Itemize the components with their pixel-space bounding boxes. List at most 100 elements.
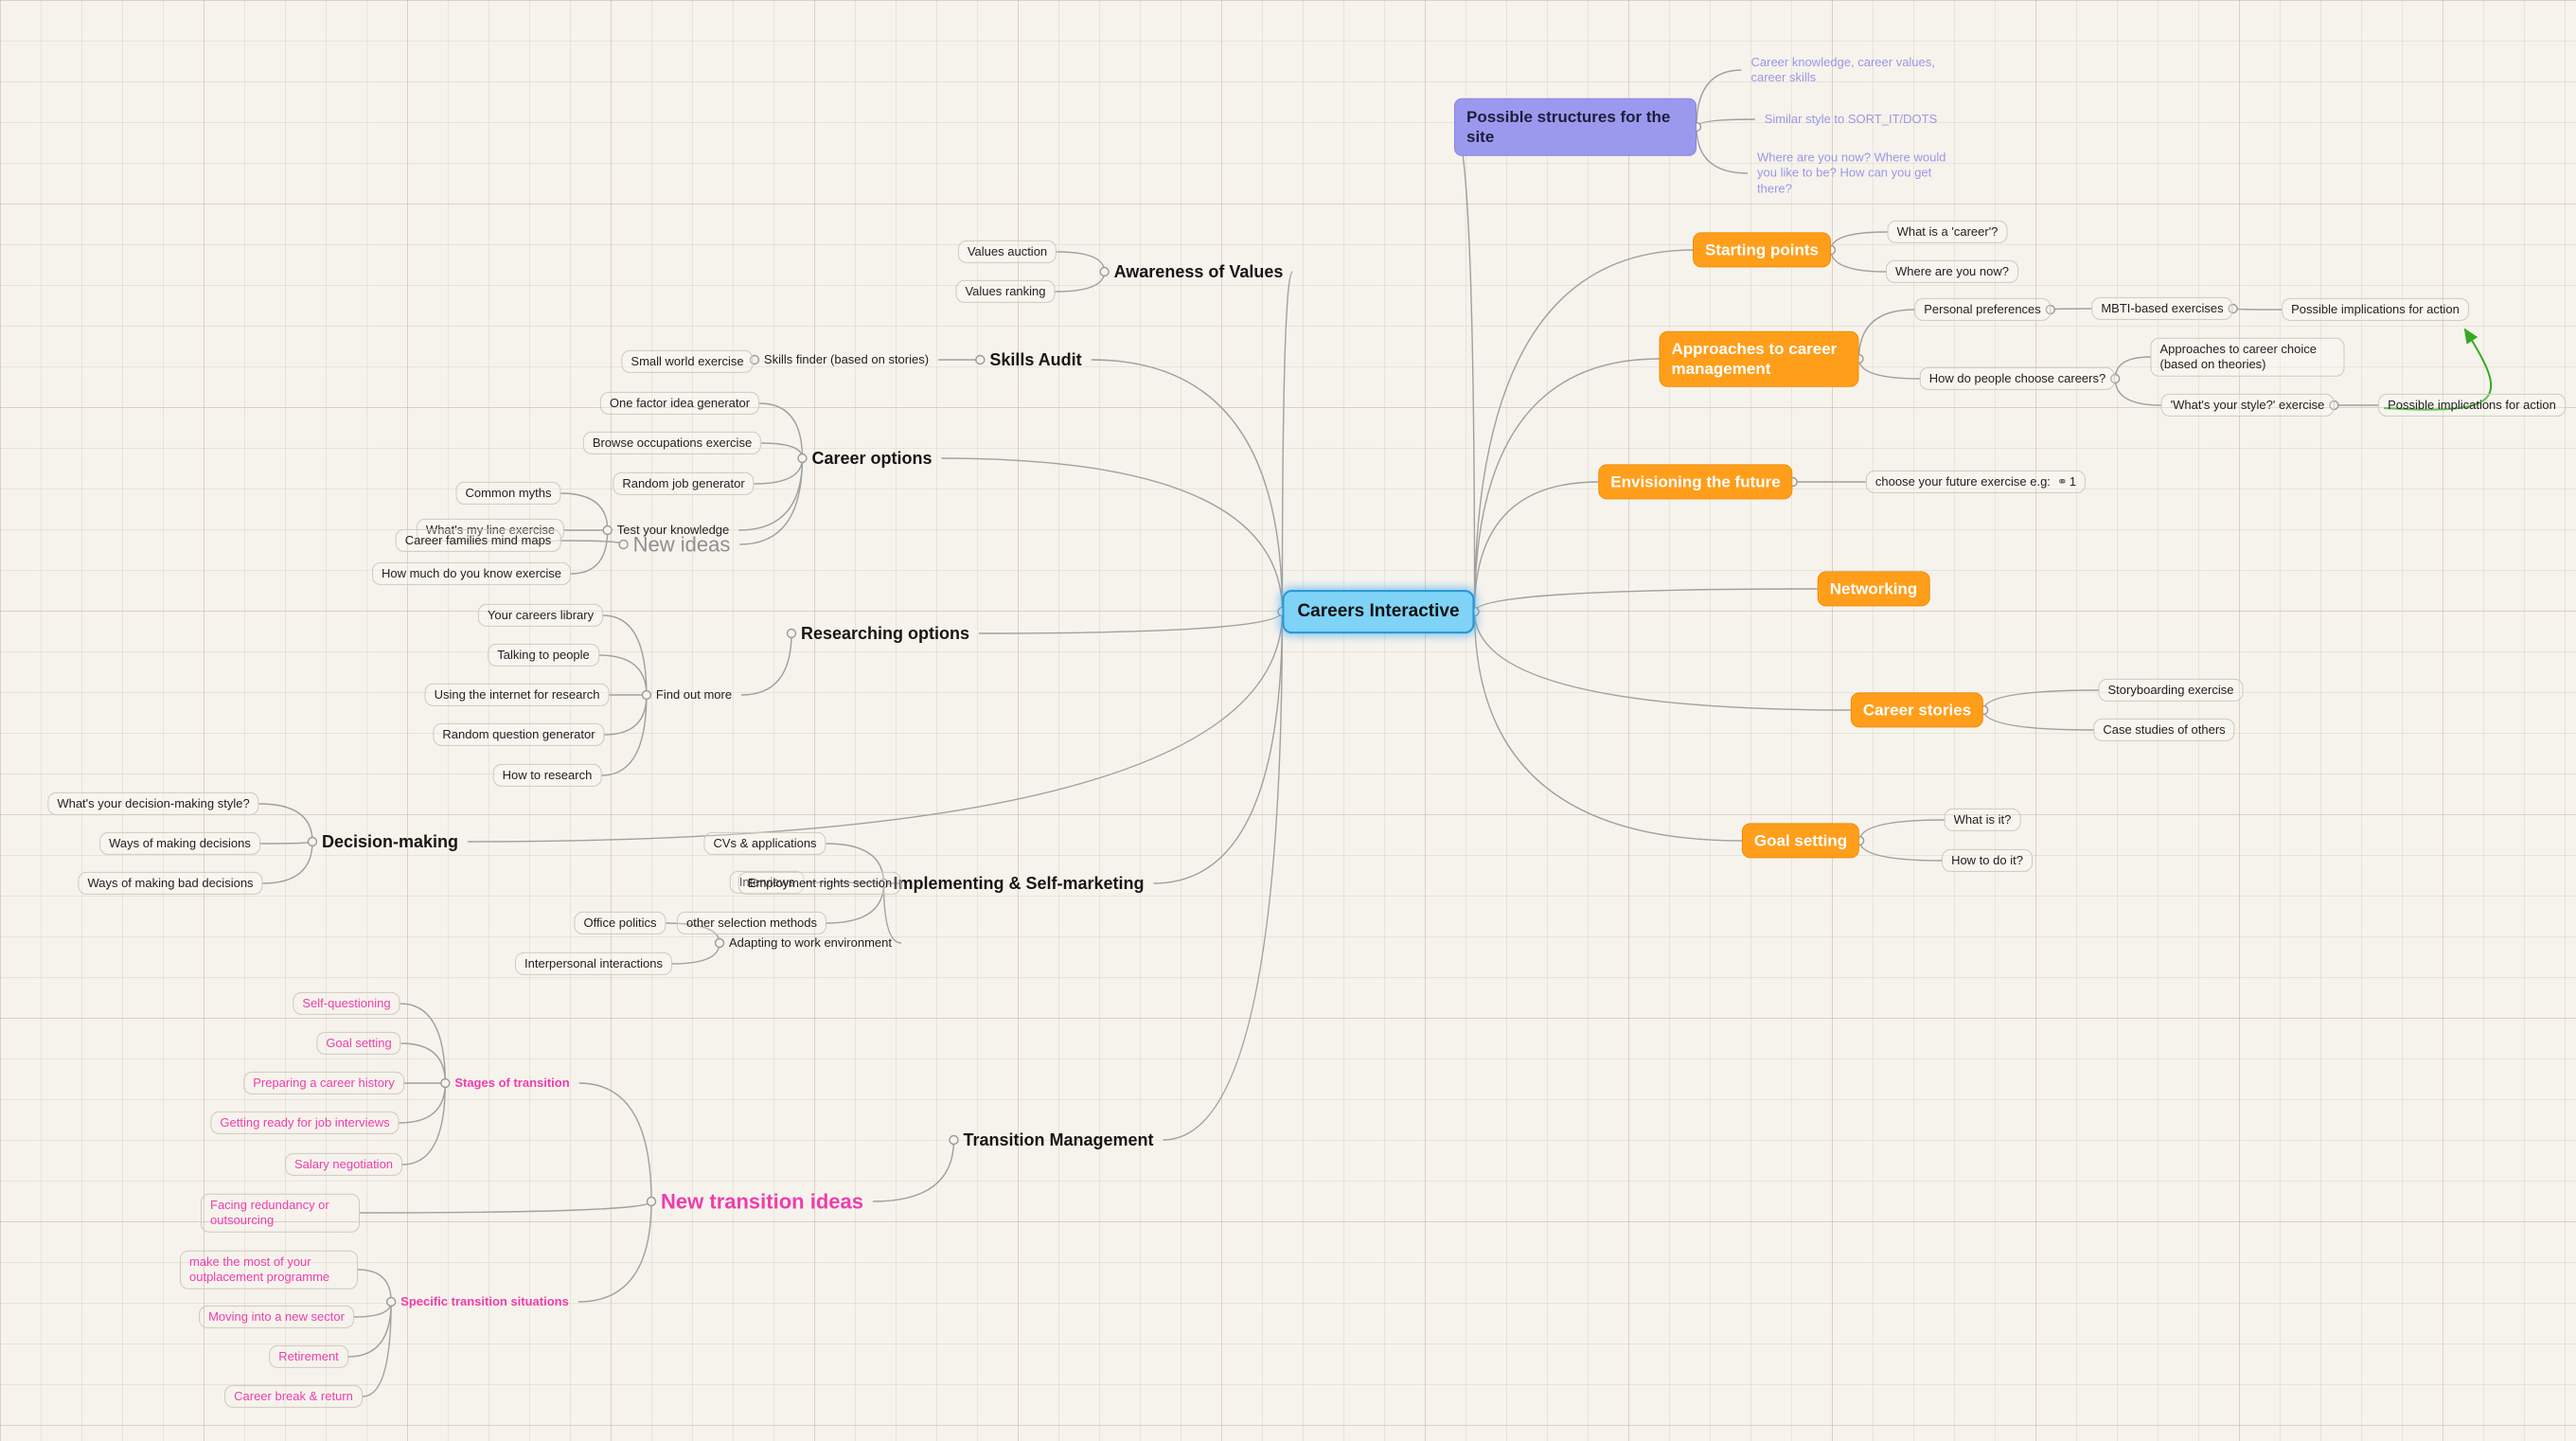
node-sp2[interactable]: Where are you now? (1886, 259, 2018, 284)
node-a6[interactable]: 'What's your style?' exercise (2160, 393, 2335, 418)
node-fom[interactable]: Find out more (647, 684, 741, 706)
node-so1[interactable]: Self-questioning (293, 991, 400, 1016)
branch-handle[interactable] (714, 937, 725, 949)
node-sk2[interactable]: Small world exercise (621, 349, 754, 374)
node-a4[interactable]: How do people choose careers? (1919, 366, 2116, 391)
node-g2[interactable]: How to do it? (1942, 848, 2033, 873)
node-nti[interactable]: New transition ideas (651, 1184, 873, 1219)
node-av2[interactable]: Values ranking (955, 279, 1056, 304)
branch-handle[interactable] (618, 539, 629, 550)
node-a7[interactable]: Possible implications for action (2378, 393, 2566, 418)
node-d1[interactable]: What's your decision-making style? (47, 792, 259, 816)
node-stories[interactable]: Career stories (1850, 692, 1984, 728)
link-icon[interactable]: ⚭ (2056, 473, 2068, 489)
node-e1[interactable]: choose your future exercise e.g:⚭1 (1865, 470, 2087, 494)
node-a3[interactable]: Possible implications for action (2282, 297, 2469, 322)
branch-handle[interactable] (786, 628, 797, 639)
node-ty3[interactable]: How much do you know exercise (371, 561, 572, 586)
node-ss3[interactable]: Retirement (269, 1344, 348, 1369)
branch-handle[interactable] (2045, 304, 2055, 315)
branch-handle[interactable] (2329, 400, 2339, 411)
node-d3[interactable]: Ways of making bad decisions (78, 871, 263, 896)
node-decisions[interactable]: Decision-making (312, 827, 468, 857)
branch-handle[interactable] (307, 836, 318, 847)
branch-handle[interactable] (646, 1196, 657, 1207)
node-networking[interactable]: Networking (1817, 571, 1930, 607)
branch-handle[interactable] (975, 354, 986, 365)
node-fro[interactable]: Facing redundancy or outsourcing (201, 1193, 360, 1233)
node-so4[interactable]: Getting ready for job interviews (210, 1111, 400, 1135)
node-s1[interactable]: Career knowledge, career values, career … (1742, 51, 1955, 90)
node-skills[interactable]: Skills Audit (980, 346, 1091, 375)
node-a5[interactable]: Approaches to career choice (based on th… (2150, 337, 2345, 377)
node-so2[interactable]: Goal setting (316, 1031, 401, 1056)
node-tyk[interactable]: Test your knowledge (608, 519, 739, 542)
node-label: Adapting to work environment (729, 934, 892, 950)
branch-handle[interactable] (602, 525, 613, 536)
node-ty1[interactable]: Common myths (455, 481, 561, 506)
node-d2[interactable]: Ways of making decisions (99, 831, 260, 856)
node-research[interactable]: Researching options (791, 619, 979, 649)
node-st2[interactable]: Case studies of others (2093, 718, 2235, 742)
node-goalset[interactable]: Goal setting (1741, 823, 1860, 859)
node-i2[interactable]: Employment rights section (737, 871, 902, 896)
node-f2[interactable]: Talking to people (488, 643, 599, 667)
node-aw2[interactable]: Interpersonal interactions (515, 952, 672, 976)
node-so5[interactable]: Salary negotiation (284, 1152, 403, 1177)
node-f5[interactable]: How to research (492, 763, 602, 788)
node-i3[interactable]: other selection methods (676, 911, 827, 935)
branch-handle[interactable] (949, 1134, 959, 1146)
branch-handle[interactable] (1099, 266, 1110, 277)
node-co2[interactable]: Browse occupations exercise (582, 431, 762, 455)
node-envision[interactable]: Envisioning the future (1598, 464, 1793, 500)
node-careers[interactable]: Careers Interactive (1282, 590, 1475, 633)
node-cfm[interactable]: Career families mind maps (395, 528, 561, 553)
node-av1[interactable]: Values auction (957, 240, 1057, 264)
node-ss1[interactable]: make the most of your outplacement progr… (180, 1250, 358, 1290)
node-sp1[interactable]: What is a 'career'? (1887, 220, 2008, 244)
node-awareness[interactable]: Awareness of Values (1105, 258, 1293, 287)
node-newideas[interactable]: New ideas (624, 527, 740, 561)
node-approaches[interactable]: Approaches to career management (1659, 330, 1859, 387)
node-sot[interactable]: Stages of transition (445, 1072, 578, 1094)
node-label: Specific transition situations (400, 1293, 569, 1308)
branch-handle[interactable] (879, 878, 889, 889)
node-startpts[interactable]: Starting points (1693, 232, 1831, 268)
branch-handle[interactable] (385, 1296, 397, 1308)
node-g1[interactable]: What is it? (1944, 808, 2021, 832)
branch-handle[interactable] (2110, 373, 2121, 384)
cross-link-arrow[interactable] (2384, 328, 2493, 411)
node-co3[interactable]: Random job generator (613, 471, 755, 496)
node-transition[interactable]: Transition Management (953, 1126, 1163, 1155)
node-sts[interactable]: Specific transition situations (391, 1290, 578, 1313)
branch-handle[interactable] (797, 453, 808, 464)
node-a2[interactable]: MBTI-based exercises (2091, 296, 2233, 321)
node-s3[interactable]: Where are you now? Where would you like … (1748, 147, 1967, 201)
node-ty2[interactable]: What's my line exercise (416, 518, 565, 543)
branch-handle[interactable] (2228, 303, 2238, 314)
node-label: Preparing a career history (253, 1075, 395, 1090)
node-s2[interactable]: Similar style to SORT_IT/DOTS (1755, 108, 1947, 131)
node-ss4[interactable]: Career break & return (224, 1384, 363, 1409)
node-implementing[interactable]: Implementing & Self-marketing (883, 869, 1153, 898)
branch-handle[interactable] (440, 1077, 451, 1089)
node-f3[interactable]: Using the internet for research (424, 683, 610, 707)
connector (1153, 611, 1284, 884)
node-caropts[interactable]: Career options (802, 444, 941, 473)
node-a1[interactable]: Personal preferences (1914, 297, 2051, 322)
node-aw1[interactable]: Office politics (574, 911, 666, 935)
node-i4[interactable]: Adapting to work environment (720, 932, 901, 954)
connector (1091, 359, 1284, 613)
node-f4[interactable]: Random question generator (433, 722, 605, 747)
node-st1[interactable]: Storyboarding exercise (2098, 678, 2244, 703)
node-i1[interactable]: CVs & applications (703, 831, 826, 856)
node-structures[interactable]: Possible structures for the site (1454, 98, 1697, 156)
node-f1[interactable]: Your careers library (477, 603, 604, 628)
node-so3[interactable]: Preparing a career history (243, 1071, 404, 1095)
node-ss2[interactable]: Moving into a new sector (199, 1305, 354, 1329)
branch-handle[interactable] (641, 689, 652, 701)
node-co1[interactable]: One factor idea generator (599, 391, 760, 416)
connector (262, 841, 313, 884)
node-sk1[interactable]: Skills finder (based on stories) (755, 348, 938, 371)
